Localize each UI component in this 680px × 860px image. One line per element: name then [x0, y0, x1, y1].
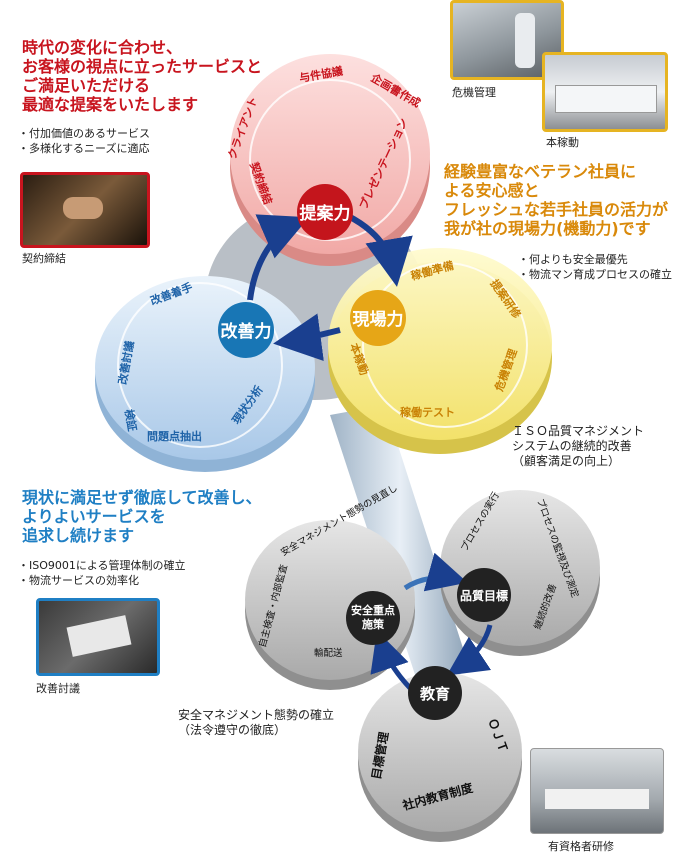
hub-genba-label: 現場力	[353, 309, 404, 330]
bullets-kaizen: ・ISO9001による管理体制の確立 ・物流サービスの効率化	[18, 559, 186, 587]
caption-kaizen: 改善討議	[36, 682, 80, 695]
disc-kyoiku	[358, 672, 522, 842]
hub-genba: 現場力	[350, 290, 406, 346]
hub-teian-label: 提案力	[300, 203, 351, 224]
bullets-teian: ・付加価値のあるサービス ・多様化するニーズに適応	[18, 127, 150, 155]
caption-honkado: 本稼動	[546, 136, 579, 149]
photo-honkado	[542, 52, 668, 132]
hub-anzen: 安全重点 施策	[346, 591, 400, 645]
caption-kiki: 危機管理	[452, 86, 496, 99]
caption-yushikaku: 有資格者研修	[548, 840, 614, 853]
photo-keiyaku	[20, 172, 150, 248]
hub-kaizen: 改善力	[218, 302, 274, 358]
hub-kaizen-label: 改善力	[221, 321, 272, 342]
hub-anzen-label-2: 施策	[362, 617, 385, 631]
caption-keiyaku: 契約締結	[22, 252, 66, 265]
hub-hinshitsu: 品質目標	[457, 568, 511, 622]
bullets-genba: ・何よりも安全最優先 ・物流マン育成プロセスの確立	[518, 253, 672, 281]
photo-yushikaku	[530, 748, 664, 834]
hub-teian: 提案力	[297, 184, 353, 240]
headline-teian: 時代の変化に合わせ、 お客様の視点に立ったサービスと ご満足いただける 最適な提…	[22, 38, 263, 114]
arrow-kaizen-to-teian	[247, 214, 310, 301]
safety-note: 安全マネジメント態勢の確立 （法令遵守の徹底）	[178, 708, 335, 737]
kaizen-step-kensho: 検証	[122, 408, 140, 432]
anzen-step-yuhaiso: 輸配送	[314, 647, 343, 659]
hub-hinshitsu-label: 品質目標	[460, 588, 508, 603]
photo-kaizen	[36, 598, 160, 676]
hub-kyoiku-label: 教育	[419, 685, 450, 703]
hub-anzen-label-1: 安全重点	[351, 603, 395, 617]
hub-kyoiku: 教育	[408, 666, 462, 720]
arrow-genba-to-kaizen	[273, 313, 341, 362]
iso-note: ＩＳＯ品質マネジメント システムの継続的改善 （顧客満足の向上）	[512, 424, 645, 468]
kaizen-step-chushutsu: 問題点抽出	[147, 429, 202, 443]
headline-kaizen: 現状に満足せず徹底して改善し、 よりよいサービスを 追求し続けます	[22, 488, 262, 545]
disc-hinshitsu	[440, 490, 600, 656]
genba-step-test: 稼働テスト	[400, 405, 455, 419]
headline-genba: 経験豊富なベテラン社員に よる安心感と フレッシュな若手社員の活力が 我が社の現…	[444, 162, 669, 238]
connecting-pole	[330, 405, 470, 690]
disc-teian	[230, 54, 430, 266]
